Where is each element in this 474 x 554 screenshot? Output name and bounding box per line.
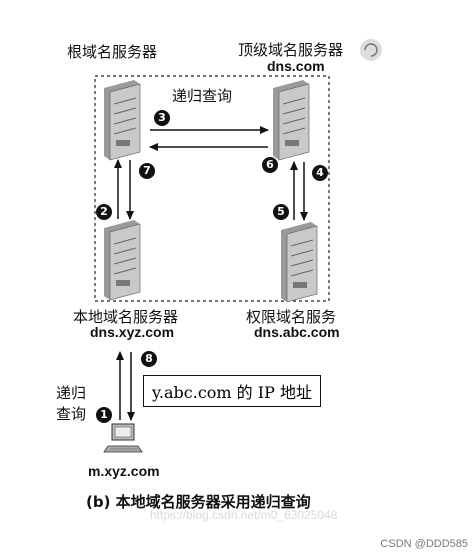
client-computer-icon — [103, 423, 143, 453]
client-host-label: m.xyz.com — [88, 463, 160, 479]
local-host-label: dns.xyz.com — [90, 324, 175, 340]
auth-server-label: 权限域名服务 — [246, 308, 337, 326]
step-badge-5: 5 — [273, 204, 289, 220]
tld-server-icon — [273, 80, 310, 161]
step-badge-7: 7 — [139, 163, 155, 179]
tld-server-label: 顶级域名服务器 — [238, 41, 344, 59]
step-badge-3: 3 — [154, 110, 170, 126]
auth-host-label: dns.abc.com — [254, 324, 340, 340]
local-server-label: 本地域名服务器 — [73, 308, 179, 326]
corner-credit: CSDN @DDD585 — [380, 538, 468, 550]
watermark-text: https://blog.csdn.net/m0_63025048 — [150, 508, 338, 522]
root-server-label: 根域名服务器 — [67, 43, 158, 61]
step-badge-1: 1 — [96, 407, 112, 423]
step-badge-2: 2 — [96, 204, 112, 220]
auth-server-icon — [281, 222, 318, 303]
step-badge-6: 6 — [262, 157, 278, 173]
tld-host-label: dns.com — [267, 58, 325, 74]
figure-caption: (b) 本地域名服务器采用递归查询 — [86, 493, 311, 511]
step-badge-8: 8 — [141, 351, 157, 367]
recursive-left-label-1: 递归 — [56, 384, 87, 402]
recursive-query-dashed-box — [94, 75, 330, 302]
corner-badge-icon — [360, 39, 382, 61]
ip-answer-box: y.abc.com 的 IP 地址 — [143, 375, 321, 407]
step-badge-4: 4 — [312, 165, 328, 181]
recursive-left-label-2: 查询 — [56, 405, 87, 423]
root-server-icon — [104, 80, 141, 161]
local-server-icon — [104, 220, 141, 301]
recursive-query-top-label: 递归查询 — [172, 87, 233, 105]
